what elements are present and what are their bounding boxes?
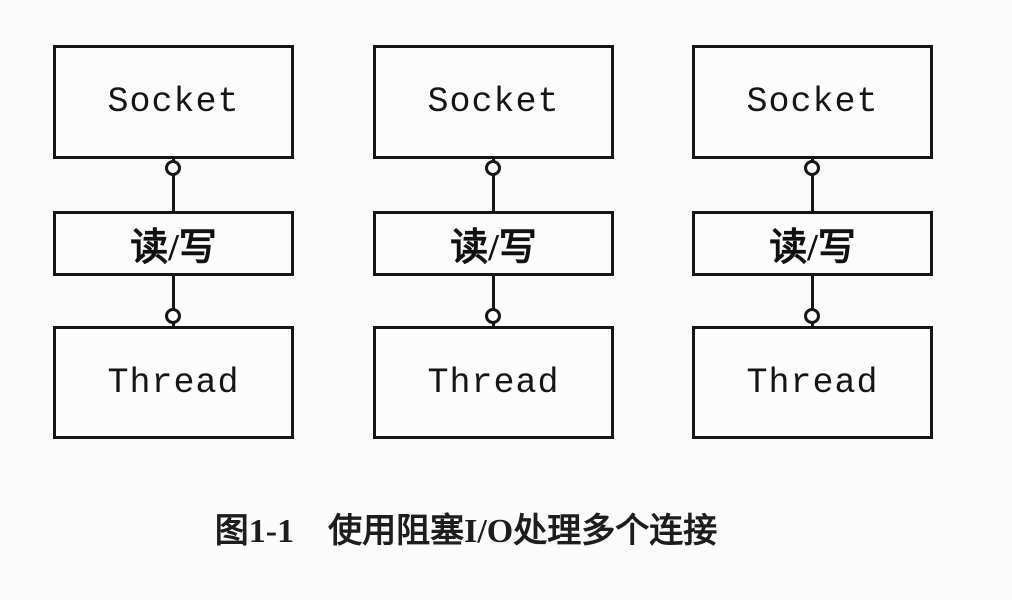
connector-line: [811, 276, 814, 326]
connector-line: [811, 159, 814, 211]
read-write-box: 读/写: [373, 211, 614, 276]
connector-node-circle: [485, 160, 501, 176]
connector-line: [172, 159, 175, 211]
connector-node-circle: [165, 308, 181, 324]
connector-line: [172, 276, 175, 326]
connector-line: [492, 159, 495, 211]
figure-caption: 图1-1 使用阻塞I/O处理多个连接: [0, 503, 972, 552]
thread-box: Thread: [692, 326, 933, 439]
connector-node-circle: [485, 308, 501, 324]
figure-title: 使用阻塞I/O处理多个连接: [328, 513, 718, 550]
read-write-label: 读/写: [450, 227, 537, 269]
connector-node-circle: [165, 160, 181, 176]
connection-column-2: Socket 读/写 Thread: [373, 45, 614, 439]
connection-column-1: Socket 读/写 Thread: [53, 45, 294, 439]
socket-label: Socket: [107, 82, 240, 122]
socket-label: Socket: [746, 82, 879, 122]
socket-label: Socket: [427, 82, 560, 122]
thread-label: Thread: [427, 362, 560, 403]
connector-line: [492, 276, 495, 326]
socket-box: Socket: [373, 45, 614, 159]
connector-node-circle: [804, 160, 820, 176]
socket-box: Socket: [53, 45, 294, 159]
read-write-box: 读/写: [53, 211, 294, 276]
connection-column-3: Socket 读/写 Thread: [692, 45, 933, 439]
thread-box: Thread: [373, 326, 614, 439]
thread-box: Thread: [53, 326, 294, 439]
read-write-label: 读/写: [130, 227, 217, 269]
socket-box: Socket: [692, 45, 933, 159]
read-write-label: 读/写: [769, 227, 856, 269]
read-write-box: 读/写: [692, 211, 933, 276]
figure-number: 图1-1: [214, 513, 295, 550]
thread-label: Thread: [746, 362, 879, 403]
connector-node-circle: [804, 308, 820, 324]
thread-label: Thread: [107, 362, 240, 403]
